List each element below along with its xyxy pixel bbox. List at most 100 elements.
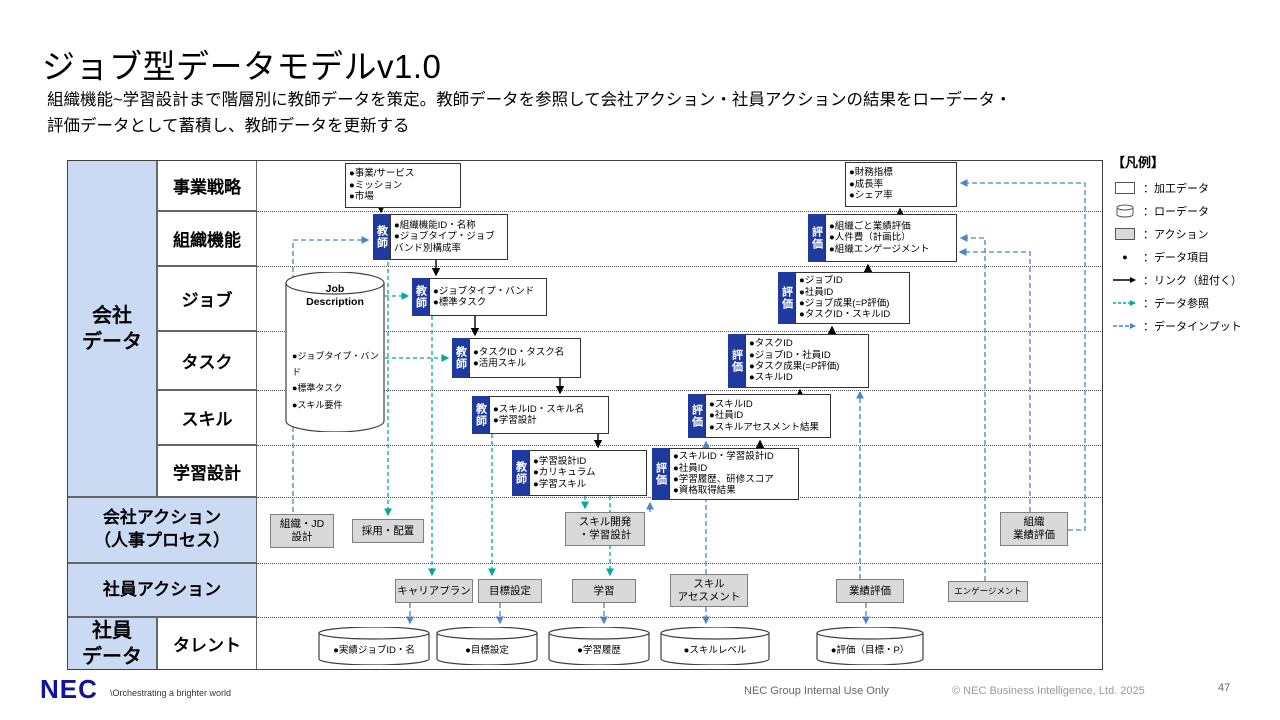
data-item: ●学習設計 — [493, 415, 537, 426]
data-item: ●スキルID・学習設計ID — [673, 451, 774, 463]
talent-label: ●学習履歴 — [577, 645, 621, 656]
legend: 【凡例】 ：加工データ ：ローデータ ：アクション ：データ項目 — [1112, 152, 1280, 341]
data-item: ●タスク成果(=P評価) — [749, 361, 840, 372]
talent-label: ●実績ジョブID・名 — [333, 645, 415, 656]
page-number: 47 — [1218, 682, 1231, 694]
evaluation-tag: 評価 — [652, 448, 669, 500]
data-item: ●事業/サービス — [349, 168, 415, 180]
input-arrow — [292, 236, 370, 512]
data-item: ●シェア率 — [849, 190, 893, 202]
legend-title: 【凡例】 — [1112, 155, 1165, 170]
processed-data-icon — [1112, 182, 1138, 194]
business-strategy-data-box: ●事業/サービス●ミッション●市場 — [345, 163, 461, 208]
company-action-box: 採用・配置 — [352, 519, 424, 543]
data-item: ●標準タスク — [292, 383, 343, 394]
row-separator — [257, 331, 1103, 332]
nec-tagline: \Orchestrating a brighter world — [110, 688, 232, 698]
teacher-tag: 教師 — [373, 214, 390, 260]
talent-label: ●評価（目標・P） — [830, 645, 910, 656]
company-action-box: 組織 業績評価 — [1000, 512, 1068, 546]
row-separator — [257, 497, 1103, 498]
employee-action-box: キャリアプラン — [395, 579, 473, 603]
data-item: ●ジョブタイプ・バンド — [433, 285, 535, 297]
data-item: ●タスクID — [749, 338, 793, 350]
data-item: ●学習設計ID — [533, 455, 587, 467]
legend-label: ：加工データ — [1143, 183, 1209, 195]
footer-classification: NEC Group Internal Use Only — [744, 685, 889, 697]
teacher-box-skill: 教師●スキルID・スキル名●学習設計 — [472, 396, 609, 434]
data-item: ●スキルID・スキル名 — [493, 403, 585, 415]
nec-logo: NEC — [40, 674, 98, 704]
data-item: ●標準タスク — [433, 297, 487, 308]
legend-item: ：リンク（紐付く） — [1112, 272, 1280, 288]
data-item: ●カリキュラム — [533, 467, 596, 479]
data-reference-arrow-icon — [1112, 299, 1138, 307]
job-description-cylinder: Job Description●ジョブタイプ・バンド●標準タスク●スキル要件 — [285, 272, 385, 432]
legend-item: ：アクション — [1112, 226, 1280, 242]
job-description-items: ●ジョブタイプ・バンド●標準タスク●スキル要件 — [292, 348, 383, 413]
evaluation-box-task: 評価●タスクID●ジョブID・社員ID●タスク成果(=P評価)●スキルID — [728, 334, 869, 388]
data-item: ●スキル要件 — [292, 399, 343, 410]
row-label-skill: スキル — [157, 390, 257, 445]
talent-cylinder: ●目標設定 — [436, 627, 538, 665]
data-item: ●ジョブ成果(=P評価) — [799, 298, 890, 309]
data-item: ●スキルID — [709, 398, 753, 410]
row-label-task: タスク — [157, 331, 257, 390]
evaluation-box-skill: 評価 ●スキルID●社員ID●スキルアセスメント結果 — [688, 394, 831, 438]
evaluation-box-job: 評価●ジョブID●社員ID●ジョブ成果(=P評価)●タスクID・スキルID — [778, 272, 910, 324]
talent-cylinder: ●評価（目標・P） — [816, 627, 924, 665]
talent-cylinder: ●学習履歴 — [548, 627, 650, 665]
subtitle-line-1: 組織機能~学習設計まで階層別に教師データを策定。教師データを参照して会社アクショ… — [47, 91, 1012, 109]
teacher-tag: 教師 — [412, 278, 429, 316]
data-item: ●社員ID — [709, 410, 744, 422]
row-label-talent: タレント — [157, 617, 257, 670]
data-item: ●タスクID・スキルID — [799, 309, 891, 321]
teacher-tag: 教師 — [452, 338, 469, 378]
teacher-box-learning-design: 教師 ●学習設計ID●カリキュラム●学習スキル — [512, 450, 647, 496]
row-label-job: ジョブ — [157, 266, 257, 331]
company-action-box: 組織・JD 設計 — [270, 514, 334, 548]
row-separator — [257, 266, 1103, 267]
header-employee-action: 社員アクション — [67, 563, 257, 617]
evaluation-tag: 評価 — [728, 334, 745, 388]
subtitle: 組織機能~学習設計まで階層別に教師データを策定。教師データを参照して会社アクショ… — [47, 88, 1012, 139]
data-item: ●スキルID — [749, 372, 793, 384]
data-item: ●スキルアセスメント結果 — [709, 421, 820, 433]
data-item: ●ジョブタイプ・ジョブバンド別構成率 — [394, 231, 495, 254]
footer-copyright: © NEC Business Intelligence, Ltd. 2025 — [952, 685, 1145, 697]
link-arrow-icon — [1112, 276, 1138, 284]
teacher-tag: 教師 — [512, 450, 529, 496]
data-item: ●社員ID — [799, 286, 834, 298]
legend-label: ：データ参照 — [1143, 298, 1209, 310]
financial-metrics-data-box: ●財務指標●成長率●シェア率 — [845, 162, 957, 207]
data-item: ●組織エンゲージメント — [829, 243, 930, 255]
legend-label: ：データ項目 — [1143, 252, 1209, 264]
row-separator — [257, 617, 1103, 618]
data-item: ●ミッション — [349, 179, 403, 191]
row-label-business-strategy: 事業戦略 — [157, 160, 257, 211]
data-item: ●学習スキル — [533, 478, 587, 490]
row-label-org-function: 組織機能 — [157, 211, 257, 266]
legend-item: ：データインプット — [1112, 318, 1280, 334]
employee-action-box: エンゲージメント — [948, 581, 1028, 602]
evaluation-tag: 評価 — [778, 272, 795, 324]
evaluation-tag: 評価 — [808, 214, 825, 262]
data-item: ●組織ごと業績評価 — [829, 220, 911, 232]
data-item: ●社員ID — [673, 462, 708, 474]
data-input-arrow-icon — [1112, 322, 1138, 330]
legend-item: ：ローデータ — [1112, 203, 1280, 219]
data-item: ●タスクID・タスク名 — [473, 346, 565, 358]
employee-action-box: 目標設定 — [478, 579, 542, 603]
row-separator — [257, 445, 1103, 446]
subtitle-line-2: 評価データとして蓄積し、教師データを更新する — [47, 116, 410, 135]
header-company-action: 会社アクション （人事プロセス） — [67, 497, 257, 563]
page-title: ジョブ型データモデルv1.0 — [42, 48, 442, 85]
legend-item: ：データ参照 — [1112, 295, 1280, 311]
evaluation-tag: 評価 — [688, 394, 705, 438]
row-separator — [257, 563, 1103, 564]
legend-label: ：ローデータ — [1143, 206, 1209, 218]
input-arrow — [959, 234, 986, 581]
evaluation-box-org-function: 評価●組織ごと業績評価●人件費（計画比）●組織エンゲージメント — [808, 214, 957, 262]
legend-item: ：加工データ — [1112, 180, 1280, 196]
